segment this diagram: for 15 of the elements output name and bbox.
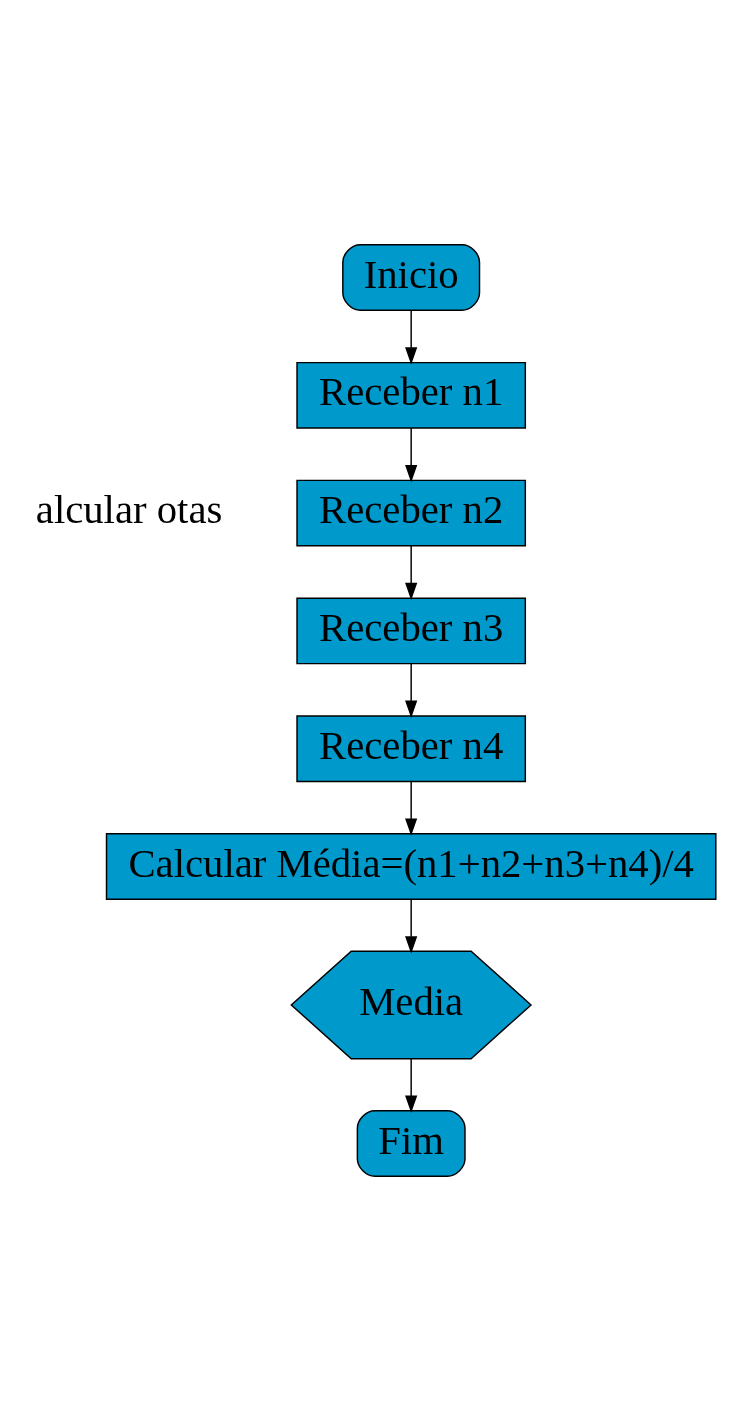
arrow: [405, 780, 418, 836]
node-box: Receber n1: [296, 361, 527, 429]
arrow: [405, 1057, 418, 1113]
arrow: [405, 662, 418, 718]
arrow: [405, 426, 418, 482]
node-box: Calcular Média=(n1+n2+n3+n4)/4: [105, 832, 717, 900]
node-box: Receber n3: [296, 596, 527, 664]
node-box: Inicio: [342, 243, 481, 311]
arrow: [405, 309, 418, 365]
node-box: Receber n4: [296, 714, 527, 782]
node-box: Fim: [356, 1109, 466, 1177]
node-box: Receber n2: [296, 479, 527, 547]
label: alcular otas: [35, 486, 223, 532]
arrow: [405, 898, 418, 954]
arrow: [405, 544, 418, 600]
